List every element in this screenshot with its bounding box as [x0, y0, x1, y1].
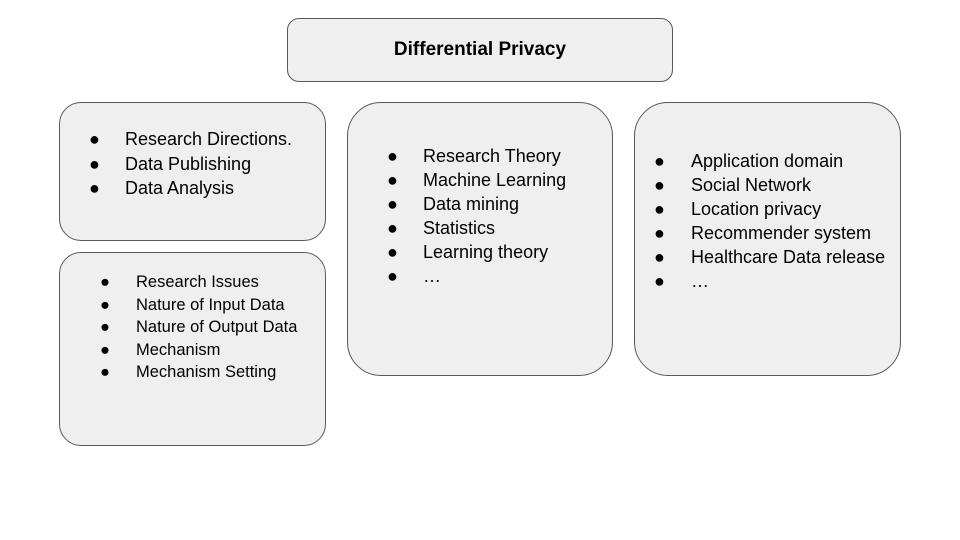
list-item-label: … — [423, 266, 441, 286]
bullet-icon: ● — [387, 146, 398, 166]
bullet-icon: ● — [654, 175, 665, 195]
list-item-label: … — [691, 271, 709, 291]
bullet-icon: ● — [100, 273, 110, 291]
research-issues-list: ● Research Issues ● Nature of Input Data ●… — [100, 271, 310, 384]
bullet-icon: ● — [654, 223, 665, 243]
list-item-label: Research Issues — [136, 273, 259, 291]
list-item-label: Research Directions. — [125, 129, 293, 149]
bullet-icon: ● — [654, 247, 665, 267]
list-item: ●… — [654, 269, 894, 293]
list-item: ●… — [387, 264, 566, 288]
list-item: ● Application domain — [654, 149, 894, 173]
bullet-icon: ● — [89, 129, 100, 149]
list-item: ● Data Analysis — [89, 176, 292, 201]
list-item-label: Machine Learning — [423, 170, 567, 190]
research-theory-list: ● Research Theory ● Machine Learning ● Data… — [387, 144, 566, 288]
title-box: Differential Privacy — [287, 18, 673, 82]
application-domain-box: ● Application domain ● Social Network ● Loc… — [634, 102, 901, 376]
list-item: ● Research Directions. — [89, 127, 292, 152]
bullet-icon: ● — [387, 242, 398, 262]
bullet-icon: ● — [654, 199, 665, 219]
list-item-label: Social Network — [691, 175, 812, 195]
bullet-icon: ● — [654, 271, 665, 291]
list-item: ● Data mining — [387, 192, 566, 216]
bullet-icon: ● — [387, 170, 398, 190]
list-item: ● Location privacy — [654, 197, 894, 221]
list-item-label: Statistics — [423, 218, 496, 238]
bullet-icon: ● — [387, 266, 398, 286]
list-item: ● Research Theory — [387, 144, 566, 168]
bullet-icon: ● — [654, 151, 665, 171]
list-item-label: Data Analysis — [125, 178, 235, 198]
bullet-icon: ● — [89, 153, 100, 174]
list-item-label: Nature of Input Data — [136, 295, 285, 314]
list-item: ● Mechanism — [100, 339, 310, 362]
research-theory-box: ● Research Theory ● Machine Learning ● Data… — [347, 102, 613, 376]
diagram-title: Differential Privacy — [393, 39, 567, 60]
list-item-label: Healthcare Data release — [691, 247, 886, 267]
list-item-label: Recommender system — [691, 223, 872, 243]
list-item-label: Mechanism Setting — [136, 363, 277, 381]
bullet-icon: ● — [387, 194, 398, 214]
list-item: ● Learning theory — [387, 240, 566, 264]
bullet-icon: ● — [100, 295, 110, 314]
list-item-label: Mechanism — [136, 340, 221, 359]
list-item: ● Social Network — [654, 173, 894, 197]
list-item-label: Application domain — [691, 151, 844, 171]
bullet-icon: ● — [89, 178, 100, 198]
list-item-label: Nature of Output Data — [136, 318, 298, 336]
research-directions-list: ● Research Directions. ● Data Publishing ●… — [89, 127, 292, 201]
list-item-label: Data Publishing — [125, 153, 252, 174]
list-item-label: Location privacy — [691, 199, 822, 219]
list-item-label: Data mining — [423, 194, 520, 214]
list-item-label: Learning theory — [423, 242, 549, 262]
bullet-icon: ● — [100, 363, 110, 381]
bullet-icon: ● — [100, 318, 110, 336]
list-item: ● Data Publishing — [89, 152, 292, 177]
list-item: ● Statistics — [387, 216, 566, 240]
list-item: ● Recommender system — [654, 221, 894, 245]
list-item: ● Machine Learning — [387, 168, 566, 192]
bullet-icon: ● — [100, 340, 110, 359]
list-item: ● Nature of Input Data — [100, 294, 310, 317]
list-item: ● Research Issues — [100, 271, 310, 294]
research-directions-box: ● Research Directions. ● Data Publishing ●… — [59, 102, 326, 241]
list-item: ● Nature of Output Data — [100, 316, 310, 339]
application-domain-list: ● Application domain ● Social Network ● Loc… — [654, 149, 894, 293]
list-item: ● Healthcare Data release — [654, 245, 894, 269]
bullet-icon: ● — [387, 218, 398, 238]
research-issues-box: ● Research Issues ● Nature of Input Data ●… — [59, 252, 326, 446]
list-item: ● Mechanism Setting — [100, 361, 310, 384]
list-item-label: Research Theory — [423, 146, 561, 166]
